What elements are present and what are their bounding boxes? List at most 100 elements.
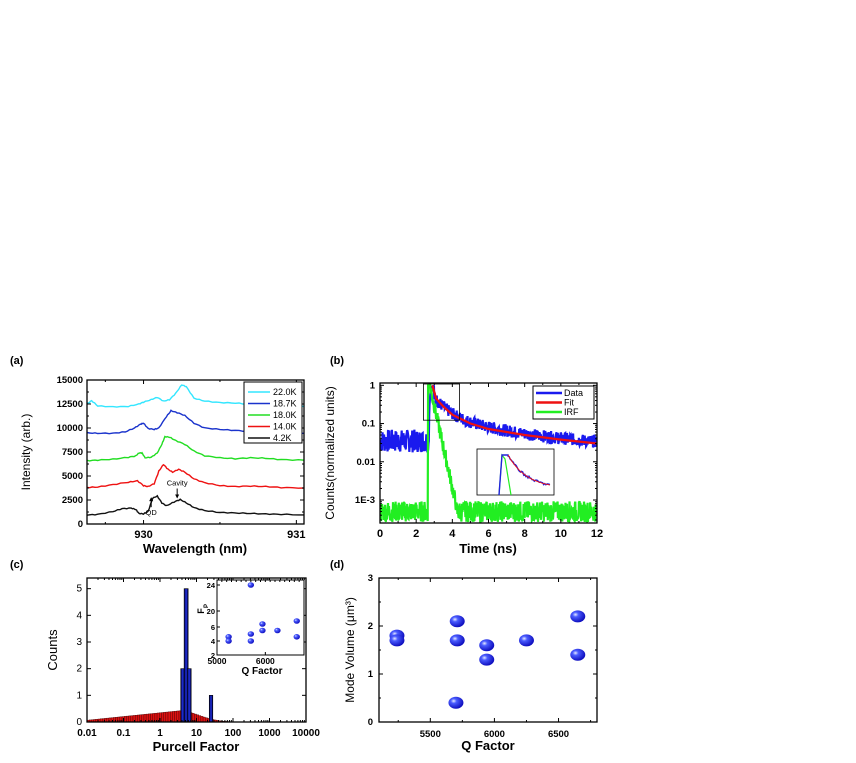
y-axis-label-a: Intensity (arb.) — [19, 414, 33, 491]
svg-text:0: 0 — [368, 717, 373, 728]
svg-text:2: 2 — [211, 651, 215, 660]
svg-text:24: 24 — [207, 581, 216, 590]
data-point — [448, 696, 464, 709]
svg-text:930: 930 — [134, 529, 152, 541]
svg-text:4: 4 — [449, 528, 456, 540]
x-axis-label-d: Q Factor — [461, 738, 514, 753]
legend-item-4.2K: 4.2K — [273, 433, 292, 443]
data-point — [479, 653, 495, 666]
histogram-bar — [208, 695, 214, 723]
series-14.0K — [87, 463, 304, 489]
distribution-bar — [130, 715, 134, 723]
legend-item-18.0K: 18.0K — [273, 410, 297, 420]
svg-text:6500: 6500 — [548, 729, 569, 740]
svg-text:15000: 15000 — [57, 375, 83, 386]
distribution-bar — [202, 716, 206, 723]
legend-item-data: Data — [564, 388, 583, 398]
distribution-bar — [198, 715, 202, 723]
svg-text:1: 1 — [76, 690, 82, 701]
distribution-bar — [126, 715, 129, 723]
series-fit — [431, 385, 597, 445]
inset-y-label: F — [196, 608, 206, 614]
distribution-bar — [200, 716, 204, 723]
data-point — [479, 639, 495, 652]
x-axis-label-c: Purcell Factor — [153, 739, 240, 754]
inset-point — [247, 631, 255, 637]
svg-text:10000: 10000 — [57, 423, 83, 434]
distribution-bar — [167, 711, 171, 723]
series-18.7K — [87, 409, 304, 435]
svg-text:6: 6 — [211, 623, 215, 632]
data-point — [570, 610, 586, 623]
inset-point — [247, 582, 255, 588]
svg-text:0: 0 — [377, 528, 383, 540]
svg-text:8: 8 — [522, 528, 528, 540]
svg-text:0.1: 0.1 — [117, 728, 131, 739]
svg-text:3: 3 — [76, 637, 82, 648]
legend-item-14.0K: 14.0K — [273, 422, 297, 432]
svg-text:12500: 12500 — [57, 399, 83, 410]
svg-text:10000: 10000 — [292, 728, 320, 739]
panel-label-d: (d) — [330, 559, 344, 571]
distribution-bar — [174, 710, 177, 723]
inset-point — [259, 621, 266, 627]
x-axis-label-a: Wavelength (nm) — [143, 541, 247, 556]
y-axis-label-d: Mode Volume (μm³) — [343, 597, 357, 703]
inset-point — [293, 634, 300, 640]
svg-text:6: 6 — [485, 528, 491, 540]
series-4.2K — [87, 494, 304, 516]
svg-text:1000: 1000 — [258, 728, 281, 739]
distribution-bar — [172, 711, 175, 723]
svg-text:7500: 7500 — [62, 447, 83, 458]
inset-b — [476, 448, 555, 496]
distribution-bar — [165, 711, 169, 723]
svg-text:4: 4 — [76, 610, 82, 621]
svg-text:0.1: 0.1 — [362, 419, 376, 430]
inset-point — [293, 618, 300, 624]
svg-text:3: 3 — [368, 573, 373, 584]
svg-text:6000: 6000 — [484, 729, 505, 740]
data-point — [449, 615, 465, 628]
svg-text:5: 5 — [76, 584, 82, 595]
svg-text:10: 10 — [555, 528, 567, 540]
y-axis-label-b: Counts(normalized units) — [323, 386, 337, 519]
svg-text:0.01: 0.01 — [357, 457, 376, 468]
panel-label-c: (c) — [10, 559, 24, 571]
data-point — [570, 648, 586, 661]
svg-text:0: 0 — [76, 717, 82, 728]
distribution-bar — [134, 715, 138, 723]
series-18.0K — [87, 435, 304, 462]
inset-point — [225, 634, 232, 640]
svg-text:0.01: 0.01 — [77, 728, 97, 739]
legend-item-18.7K: 18.7K — [273, 399, 297, 409]
svg-text:1: 1 — [368, 669, 374, 680]
series-22.0K — [87, 384, 304, 408]
distribution-bar — [161, 712, 164, 723]
inset-point — [247, 638, 255, 644]
x-axis-label-b: Time (ns) — [459, 541, 517, 556]
svg-text:5500: 5500 — [420, 729, 441, 740]
data-point — [518, 634, 534, 647]
distribution-bar — [137, 714, 140, 723]
distribution-bar — [163, 712, 167, 723]
inset-point — [225, 638, 232, 644]
distribution-bar — [141, 714, 145, 723]
svg-text:6000: 6000 — [256, 656, 275, 666]
svg-text:5000: 5000 — [62, 471, 83, 482]
data-point — [389, 634, 405, 647]
svg-text:P: P — [204, 604, 210, 608]
svg-text:1: 1 — [370, 380, 376, 391]
svg-text:20: 20 — [207, 607, 215, 616]
inset-x-label: Q Factor — [241, 666, 282, 677]
svg-text:5000: 5000 — [208, 656, 227, 666]
distribution-bar — [145, 713, 149, 723]
y-axis-label-c: Counts — [45, 629, 60, 671]
svg-text:2500: 2500 — [62, 495, 83, 506]
